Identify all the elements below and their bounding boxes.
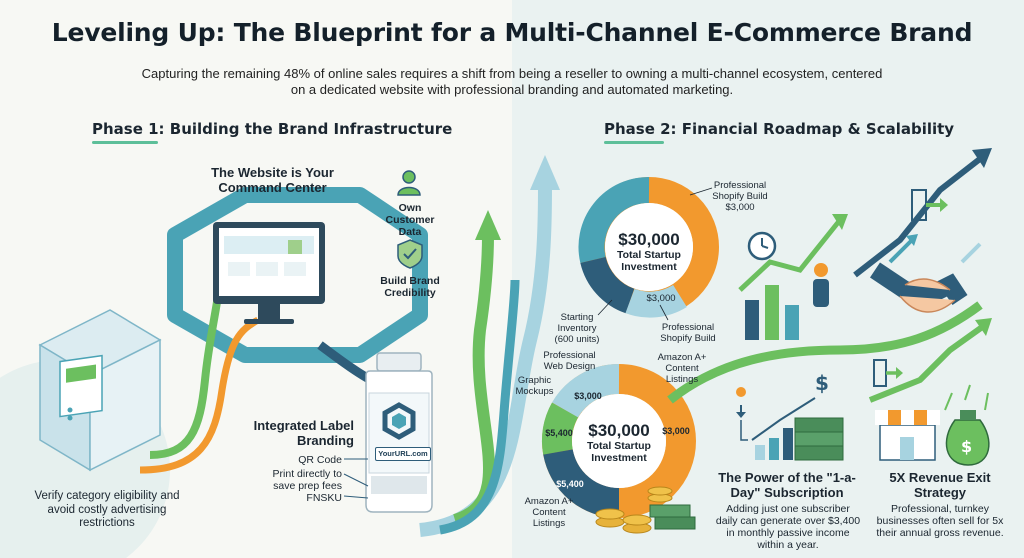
phase1-underline [92, 141, 158, 144]
donut1-center: $30,000 Total Startup Investment [599, 230, 699, 273]
trend-arrow-big [853, 152, 987, 278]
subscription-heading: The Power of the "1-a-Day" Subscription [718, 470, 856, 500]
donut2-amount: $30,000 [588, 421, 650, 440]
website-heading: The Website is Your Command Center [211, 165, 334, 195]
donut2-center: $30,000 Total Startup Investment [567, 421, 671, 464]
cube-icon [38, 309, 162, 472]
donut2-amazon-top: Amazon A+ Content Listings [657, 352, 707, 385]
print-label: Print directly to save prep fees [272, 468, 342, 492]
store-icon [875, 410, 940, 461]
donut2-value-1: $3,000 [574, 391, 602, 401]
brand-logo-icon [382, 402, 416, 440]
exit-door-icon-top [911, 189, 948, 221]
phase1-title: Phase 1: Building the Brand Infrastructu… [92, 120, 453, 138]
donut2-value-3: $3,000 [662, 426, 690, 436]
coin-stack-icon [595, 486, 696, 534]
growth-bars-top [745, 285, 799, 340]
donut1-amount: $30,000 [618, 230, 680, 249]
arrow-head-light [530, 155, 560, 190]
donut1-caption: Total Startup Investment [617, 249, 681, 273]
exit-heading: 5X Revenue Exit Strategy [889, 470, 991, 500]
user-icon [397, 170, 421, 196]
cash-stack-icon [794, 417, 844, 461]
arrow-head-green [475, 210, 501, 240]
phase2-title: Phase 2: Financial Roadmap & Scalability [604, 120, 955, 138]
donut1-slice-value: $3,000 [646, 293, 676, 304]
donut2-caption: Total Startup Investment [587, 440, 651, 464]
donut2-amazon-bottom: Amazon A+ Content Listings [524, 496, 574, 529]
donut1-label-top: Professional Shopify Build $3,000 [712, 180, 768, 213]
subscription-body: Adding just one subscriber daily can gen… [715, 503, 861, 551]
label-branding-heading: Integrated Label Branding [253, 418, 354, 448]
donut2-web-design: Professional Web Design [543, 350, 596, 372]
ribbon-orange [139, 316, 260, 474]
donut2-value-2: $5,400 [545, 428, 573, 438]
person-icon [813, 263, 829, 307]
barcode-area [371, 476, 427, 494]
dollar-icon: $ [815, 371, 829, 395]
donut1-label-bottom: Professional Shopify Build [660, 322, 716, 344]
subscription-bars [755, 428, 793, 460]
subscriber-icon [736, 387, 748, 441]
donut-chart-1 [578, 176, 719, 318]
handshake-icon [870, 262, 968, 313]
hexagon-frame [167, 187, 428, 363]
donut2-value-4: $5,400 [556, 479, 584, 489]
clock-icon [747, 231, 777, 261]
donut1-label-left: Starting Inventory (600 units) [554, 312, 600, 345]
url-tag: YourURL.com [375, 447, 431, 461]
page-title: Leveling Up: The Blueprint for a Multi-C… [51, 18, 973, 47]
own-data-label: Own Customer Data [385, 202, 435, 238]
phase2-underline [604, 141, 664, 144]
donut2-graphic: Graphic Mockups [515, 375, 554, 397]
donut-chart-2 [541, 363, 696, 518]
growth-arrow [667, 301, 983, 404]
monitor-icon [213, 222, 325, 324]
money-bag-icon: $ [945, 410, 990, 466]
fnsku-label: FNSKU [306, 492, 342, 504]
verify-label: Verify category eligibility and avoid co… [34, 490, 180, 529]
arrow-ribbon-teal [439, 279, 520, 535]
exit-body: Professional, turnkey businesses often s… [876, 503, 1004, 539]
trend-arrow-bottom [868, 322, 987, 403]
credibility-label: Build Brand Credibility [380, 275, 440, 299]
exit-door-icon-bottom [873, 359, 903, 387]
trend-arrow-top [738, 218, 842, 292]
page-subtitle: Capturing the remaining 48% of online sa… [141, 66, 883, 97]
shield-icon [397, 239, 423, 269]
svg-text:$: $ [961, 437, 972, 456]
qr-label: QR Code [298, 454, 342, 466]
